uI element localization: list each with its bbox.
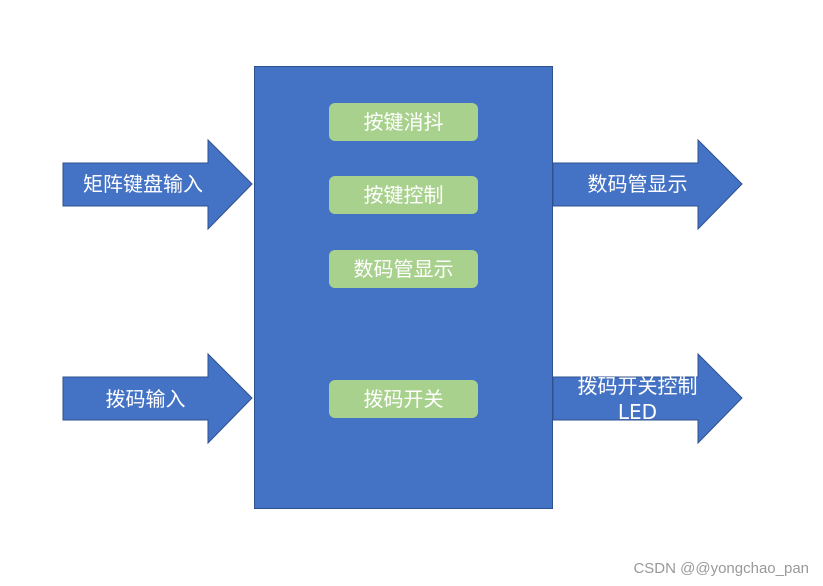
- module-key-debounce: 按键消抖: [329, 103, 478, 141]
- module-dip-switch: 拨码开关: [329, 380, 478, 418]
- output-label-segment: 数码管显示: [587, 172, 688, 196]
- output-arrow-segment: [552, 138, 743, 231]
- input-label-keypad: 矩阵键盘输入: [83, 172, 203, 196]
- input-label-dip: 拨码输入: [105, 387, 186, 411]
- module-segment-display: 数码管显示: [329, 250, 478, 288]
- module-key-control: 按键控制: [329, 176, 478, 214]
- output-arrow-led: [552, 352, 743, 445]
- input-arrow-keypad: [62, 138, 253, 231]
- output-label-led-line2: LED: [617, 400, 658, 424]
- watermark: CSDN @@yongchao_pan: [633, 560, 809, 577]
- output-label-led-line1: 拨码开关控制: [577, 374, 698, 398]
- input-arrow-dip: [62, 352, 253, 445]
